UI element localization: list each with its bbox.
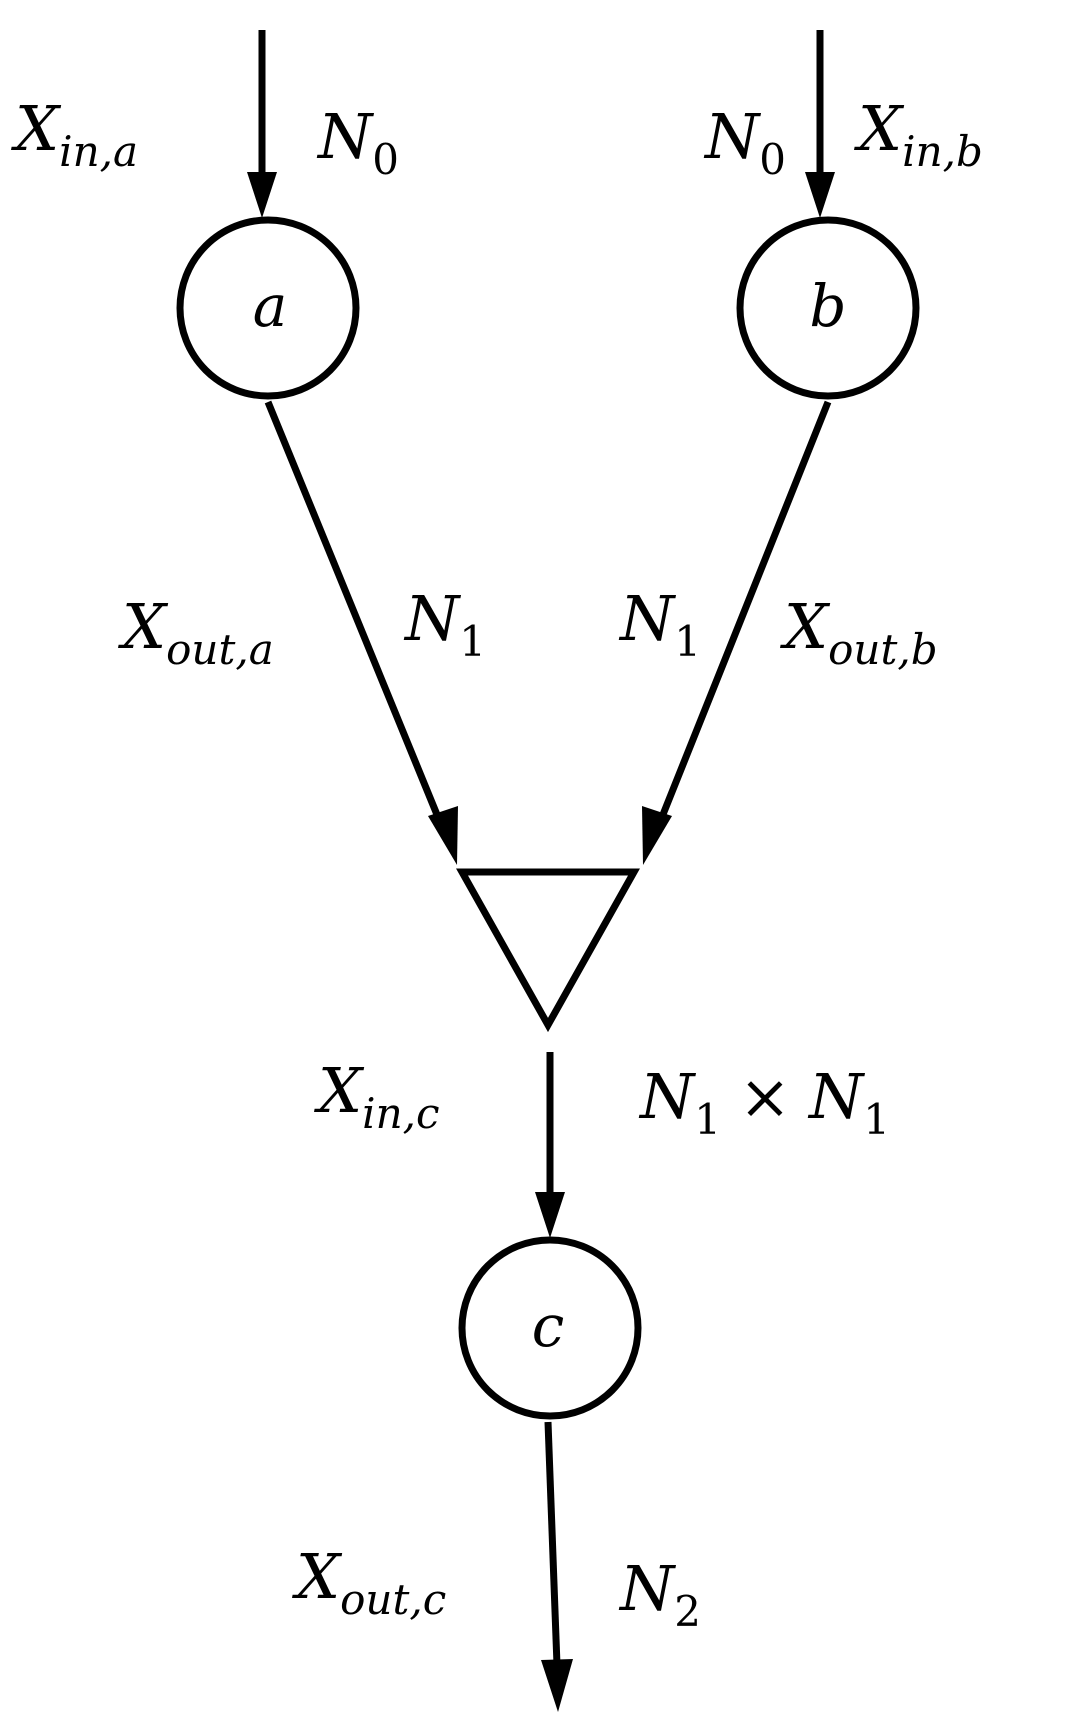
label-n1-times-n1: N1×N1 — [638, 1060, 890, 1144]
label-x-in-b: Xin,b — [854, 92, 983, 176]
label-n2: N2 — [618, 1552, 701, 1636]
label-n1-left: N1 — [403, 582, 486, 666]
node-a — [176, 216, 360, 400]
arrowhead-a-to-merge — [428, 806, 458, 865]
node-c — [458, 1236, 642, 1420]
edge-a-to-merge — [264, 400, 444, 824]
arrowhead-input-a — [247, 172, 277, 218]
arrowhead-b-to-merge — [642, 806, 672, 865]
node-c-label: c — [532, 1292, 564, 1360]
merge-triangle — [456, 868, 640, 1033]
arrowhead-merge-to-c — [535, 1192, 565, 1238]
label-x-in-c: Xin,c — [314, 1054, 440, 1138]
label-x-out-a: Xout,a — [118, 590, 274, 674]
label-n1-right: N1 — [618, 582, 701, 666]
edge-output-c — [544, 1421, 561, 1666]
node-a-label: a — [253, 272, 288, 340]
node-b-label: b — [809, 272, 846, 340]
label-x-out-c: Xout,c — [292, 1540, 446, 1624]
arrowhead-input-b — [805, 172, 835, 218]
label-x-in-a: Xin,a — [11, 92, 138, 176]
label-n0-left: N0 — [316, 100, 399, 184]
arrowhead-output-c — [541, 1659, 573, 1712]
label-x-out-b: Xout,b — [780, 590, 938, 674]
edge-b-to-merge — [656, 400, 832, 824]
label-n0-right: N0 — [703, 100, 786, 184]
node-b — [736, 216, 920, 400]
